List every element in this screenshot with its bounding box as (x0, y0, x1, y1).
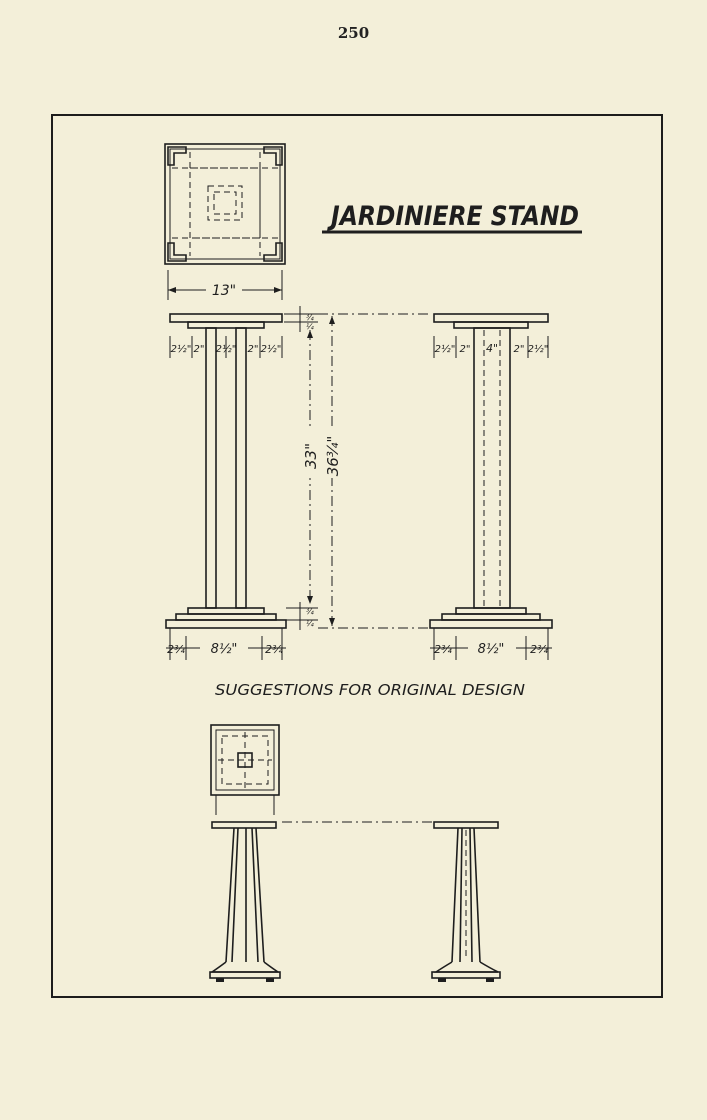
front-base-dim-right: 2¾ (265, 643, 283, 656)
drawing-title: JARDINIERE STAND (327, 201, 579, 232)
side-post-dimensions: 2½" 2" 4" 2" 2½" (433, 336, 549, 358)
front-post-dimensions: 2½" 2" 2½" 2" 2½" (169, 336, 283, 358)
suggestion-front-view (209, 821, 281, 982)
drawing-plate (51, 114, 663, 998)
front-dim-4: 2" (248, 344, 259, 355)
side-base-dim-right: 2¾ (530, 643, 548, 656)
top-thickness-label-2: ¼ (306, 322, 314, 331)
front-base-dimensions: 2¾ 8½" 2¾ (166, 636, 286, 660)
side-base-dimensions: 2¾ 8½" 2¾ (430, 636, 552, 660)
top-width-label: 13" (212, 283, 236, 299)
front-base-dim-left: 2¾ (167, 643, 185, 656)
side-dim-4: 2" (514, 344, 525, 355)
base-thickness-dimensions: ¾ ¼ (286, 602, 318, 630)
side-dim-3: 4" (486, 342, 498, 355)
top-thickness-label: ¾ (306, 313, 314, 322)
post-height-label: 33" (302, 443, 320, 469)
top-thickness-dimensions: ¾ ¼ (284, 306, 318, 332)
front-base-dim-center: 8½" (211, 642, 238, 657)
page-number: 250 (337, 24, 370, 42)
base-thickness-label-2: ¼ (306, 619, 314, 628)
front-elevation (165, 313, 287, 660)
side-base-dim-center: 8½" (478, 642, 505, 657)
side-dim-1: 2½" (435, 343, 456, 355)
front-dim-3: 2½" (216, 343, 237, 355)
suggestions-subtitle: SUGGESTIONS FOR ORIGINAL DESIGN (215, 681, 525, 699)
front-dim-5: 2½" (261, 343, 282, 355)
side-elevation (429, 313, 553, 660)
side-dim-2: 2" (460, 344, 471, 355)
suggestion-side-view (431, 821, 501, 982)
height-dimensions: 33" 36¾" (298, 313, 430, 629)
side-dim-5: 2½" (528, 343, 549, 355)
front-dim-2: 2" (194, 344, 205, 355)
suggestion-plan-view (210, 724, 280, 815)
front-dim-1: 2½" (171, 343, 192, 355)
top-plan-view (164, 143, 286, 265)
top-width-dimension: 13" (167, 270, 283, 300)
overall-height-label: 36¾" (324, 436, 342, 477)
side-base-dim-left: 2¾ (434, 643, 452, 656)
base-thickness-label: ¾ (306, 607, 314, 616)
